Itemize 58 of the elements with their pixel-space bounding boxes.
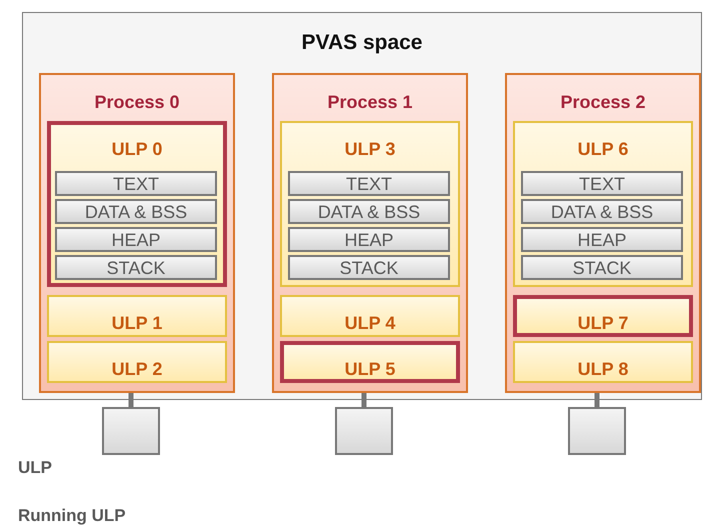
memory-segment-box bbox=[55, 255, 217, 280]
segment-label: HEAP bbox=[576, 230, 628, 250]
memory-segment-box bbox=[55, 227, 217, 252]
memory-segment-box bbox=[288, 171, 450, 196]
ulp-label: ULP 1 bbox=[110, 313, 164, 334]
segment-label: HEAP bbox=[343, 230, 395, 250]
segment-label: HEAP bbox=[110, 230, 162, 250]
connector-line bbox=[128, 393, 134, 407]
segment-label: STACK bbox=[106, 258, 166, 278]
panel-title: PVAS space bbox=[300, 31, 424, 55]
ulp-box bbox=[280, 121, 460, 287]
segment-label: STACK bbox=[572, 258, 632, 278]
process-box bbox=[505, 73, 701, 393]
process-title: Process 0 bbox=[93, 92, 181, 113]
connector-line bbox=[594, 393, 600, 407]
core-box bbox=[568, 407, 626, 455]
process-title: Process 1 bbox=[326, 92, 414, 113]
segment-label: TEXT bbox=[344, 174, 393, 194]
segment-label: DATA & BSS bbox=[84, 202, 188, 222]
running-ulp-box bbox=[513, 295, 693, 337]
memory-segment-box bbox=[288, 199, 450, 224]
ulp-label: ULP 6 bbox=[576, 139, 630, 160]
ulp-label: ULP 7 bbox=[576, 313, 630, 334]
memory-segment-box bbox=[521, 199, 683, 224]
ulp-label: ULP 3 bbox=[344, 139, 396, 160]
segment-label: DATA & BSS bbox=[550, 202, 654, 222]
ulp-label: ULP 8 bbox=[576, 359, 630, 380]
ulp-box bbox=[513, 341, 693, 383]
memory-segment-box bbox=[288, 255, 450, 280]
ulp-box bbox=[47, 341, 227, 383]
memory-segment-box bbox=[288, 227, 450, 252]
connector-line bbox=[362, 393, 366, 407]
segment-label: TEXT bbox=[578, 174, 626, 194]
memory-segment-box bbox=[55, 171, 217, 196]
ulp-label: ULP 5 bbox=[344, 359, 396, 380]
ulp-label: ULP 2 bbox=[110, 359, 164, 380]
segment-label: TEXT bbox=[112, 174, 160, 194]
running-ulp-box bbox=[47, 121, 227, 287]
memory-segment-box bbox=[521, 227, 683, 252]
segment-label: STACK bbox=[338, 258, 400, 278]
ulp-box bbox=[280, 295, 460, 337]
ulp-label: ULP 0 bbox=[110, 139, 164, 160]
process-box bbox=[272, 73, 468, 393]
memory-segment-box bbox=[521, 255, 683, 280]
pvas-space-panel bbox=[22, 12, 702, 400]
note-text: ULP bbox=[18, 458, 52, 478]
process-box bbox=[39, 73, 235, 393]
core-box bbox=[335, 407, 393, 455]
memory-segment-box bbox=[55, 199, 217, 224]
running-ulp-box bbox=[280, 341, 460, 383]
memory-segment-box bbox=[521, 171, 683, 196]
ulp-label: ULP 4 bbox=[344, 313, 396, 334]
note-text: Running ULP bbox=[18, 506, 126, 526]
ulp-box bbox=[513, 121, 693, 287]
core-box bbox=[102, 407, 160, 455]
process-title: Process 2 bbox=[559, 92, 647, 113]
ulp-box bbox=[47, 295, 227, 337]
segment-label: DATA & BSS bbox=[316, 202, 422, 222]
